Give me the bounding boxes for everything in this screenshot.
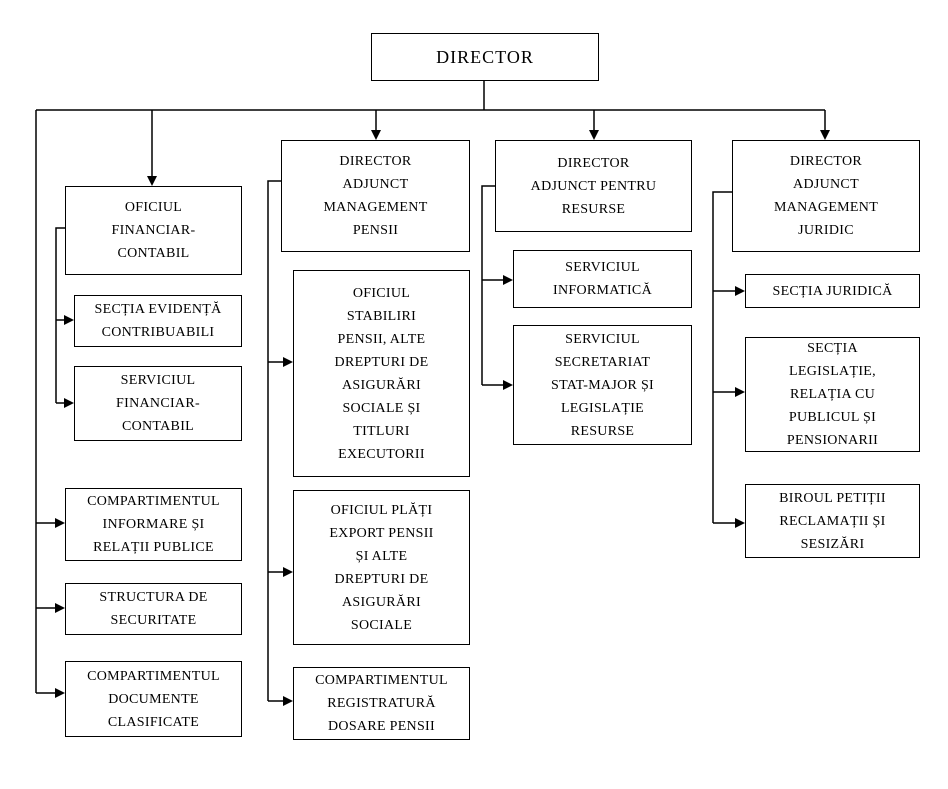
org-box-compartimentul-informare: COMPARTIMENTUL INFORMARE ȘI RELAȚII PUBL… [65,488,242,561]
org-box-director-adjunct-juridic: DIRECTOR ADJUNCT MANAGEMENT JURIDIC [732,140,920,252]
arrowhead-legislatie [735,387,745,397]
arrowhead-documente [55,688,65,698]
arrowhead-juridic [820,130,830,140]
org-box-compartimentul-documente: COMPARTIMENTUL DOCUMENTE CLASIFICATE [65,661,242,737]
connector-pensii-branch [267,180,281,701]
org-box-serviciul-financiar-contabil: SERVICIUL FINANCIAR- CONTABIL [74,366,242,441]
arrowhead-petitii [735,518,745,528]
arrowhead-financiar [147,176,157,186]
org-box-oficiul-stabiliri-pensii: OFICIUL STABILIRI PENSII, ALTE DREPTURI … [293,270,470,477]
org-box-structura-securitate: STRUCTURA DE SECURITATE [65,583,242,635]
arrowhead-serviciul-financiar [64,398,74,408]
org-box-director-adjunct-pensii: DIRECTOR ADJUNCT MANAGEMENT PENSII [281,140,470,252]
org-box-sectia-legislatie: SECȚIA LEGISLAȚIE, RELAȚIA CU PUBLICUL Ș… [745,337,920,452]
arrowhead-evidenta [64,315,74,325]
arrowhead-resurse [589,130,599,140]
arrowhead-stabiliri [283,357,293,367]
org-box-oficiul-financiar-contabil: OFICIUL FINANCIAR- CONTABIL [65,186,242,275]
org-box-sectia-juridica: SECȚIA JURIDICĂ [745,274,920,308]
arrowhead-informare [55,518,65,528]
arrowhead-secretariat [503,380,513,390]
connector-juridic-branch [712,191,732,523]
arrowhead-pensii [371,130,381,140]
arrowhead-juridica [735,286,745,296]
org-box-serviciul-informatica: SERVICIUL INFORMATICĂ [513,250,692,308]
arrowhead-registratura [283,696,293,706]
arrowhead-plati [283,567,293,577]
connector-resurse-branch [481,185,495,385]
org-box-compartimentul-registratura: COMPARTIMENTUL REGISTRATURĂ DOSARE PENSI… [293,667,470,740]
org-box-biroul-petitii: BIROUL PETIȚII RECLAMAȚII ȘI SESIZĂRI [745,484,920,558]
org-box-sectia-evidenta-contribuabili: SECȚIA EVIDENȚĂ CONTRIBUABILI [74,295,242,347]
org-box-oficiul-plati-export: OFICIUL PLĂȚI EXPORT PENSII ȘI ALTE DREP… [293,490,470,645]
arrowhead-informatica [503,275,513,285]
connector-financiar-branch [55,227,65,403]
arrowhead-securitate [55,603,65,613]
org-box-director-adjunct-resurse: DIRECTOR ADJUNCT PENTRU RESURSE [495,140,692,232]
org-box-director: DIRECTOR [371,33,599,81]
org-box-serviciul-secretariat: SERVICIUL SECRETARIAT STAT-MAJOR ȘI LEGI… [513,325,692,445]
